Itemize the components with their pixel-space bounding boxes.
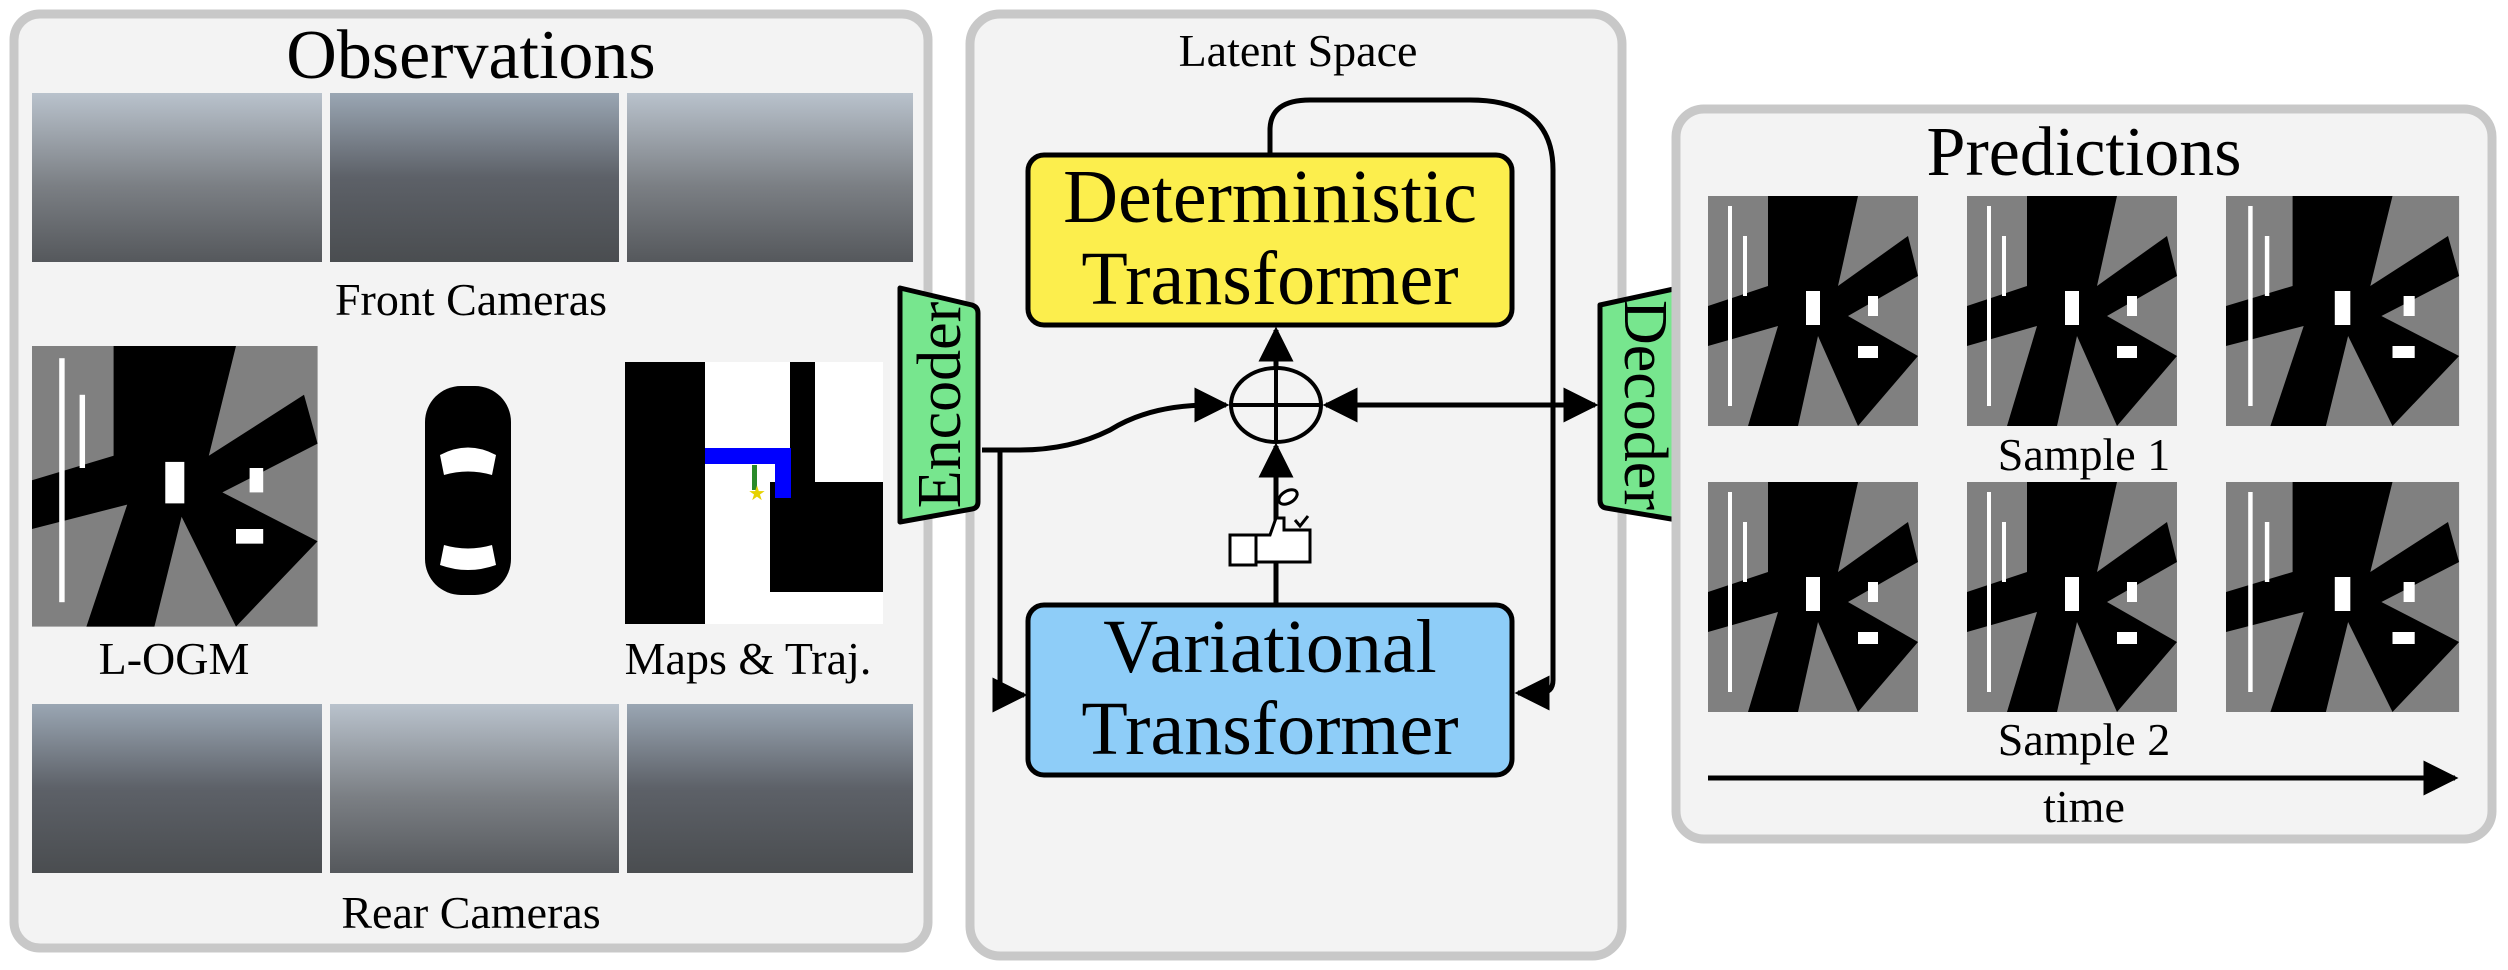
front-camera-right-image — [627, 93, 913, 262]
rear-cameras-label: Rear Cameras — [341, 887, 600, 938]
front-camera-left-image — [32, 93, 322, 262]
encoder-to-variational-arrow — [992, 450, 1028, 713]
sample-1-label: Sample 1 — [1998, 429, 2170, 480]
prediction-image — [1967, 482, 2177, 712]
prediction-image — [1967, 196, 2177, 426]
prediction-image — [2226, 196, 2460, 426]
front-cameras — [32, 93, 913, 262]
prediction-image — [1708, 196, 1918, 426]
front-camera-center-image — [330, 93, 619, 262]
sample-2-label: Sample 2 — [1998, 714, 2170, 765]
feedback-loop-arrow — [1267, 97, 1556, 711]
maps-trajectory-label: Maps & Traj. — [625, 633, 872, 684]
variational-line1: Variational — [1103, 605, 1436, 689]
observations-title: Observations — [286, 17, 655, 94]
sample-1-row — [1708, 196, 2460, 426]
prediction-image — [2226, 482, 2460, 712]
variational-transformer-box: Variational Transformer — [1025, 602, 1515, 778]
circle-plus-icon — [1229, 366, 1323, 444]
coin-flip-hand-icon — [1228, 488, 1312, 567]
observations-panel: Observations Front Cameras ★ L-OGM Maps … — [9, 9, 933, 953]
lidar-ogm-image — [32, 346, 318, 627]
deterministic-transformer-box: Deterministic Transformer — [1025, 152, 1515, 328]
svg-text:★: ★ — [748, 483, 766, 505]
deterministic-line1: Deterministic — [1063, 155, 1477, 239]
latent-space-panel: Latent Space Deterministic Transformer V… — [965, 9, 1627, 961]
car-icon — [425, 386, 511, 595]
rear-camera-right-image — [627, 704, 913, 873]
encoder-block: Encoder — [897, 285, 981, 525]
decoder-block: Decoder — [1597, 284, 1692, 524]
map-trajectory-image: ★ — [625, 362, 883, 624]
time-label: time — [2043, 781, 2125, 832]
predictions-title: Predictions — [1927, 114, 2242, 191]
sample-2-row — [1708, 482, 2460, 712]
predictions-panel: Predictions Sample 1 Sample 2 time — [1671, 104, 2497, 844]
encoder-to-combine-arrow — [982, 387, 1230, 453]
prediction-image — [1708, 482, 1918, 712]
variational-line2: Transformer — [1081, 687, 1458, 771]
ogm-label: L-OGM — [99, 633, 250, 684]
rear-camera-left-image — [32, 704, 322, 873]
front-cameras-label: Front Cameras — [335, 274, 607, 325]
rear-cameras — [32, 704, 913, 873]
encoder-label: Encoder — [906, 301, 974, 508]
decoder-label: Decoder — [1611, 300, 1679, 510]
latent-space-title: Latent Space — [1179, 25, 1418, 76]
deterministic-line2: Transformer — [1081, 237, 1458, 321]
rear-camera-center-image — [330, 704, 619, 873]
